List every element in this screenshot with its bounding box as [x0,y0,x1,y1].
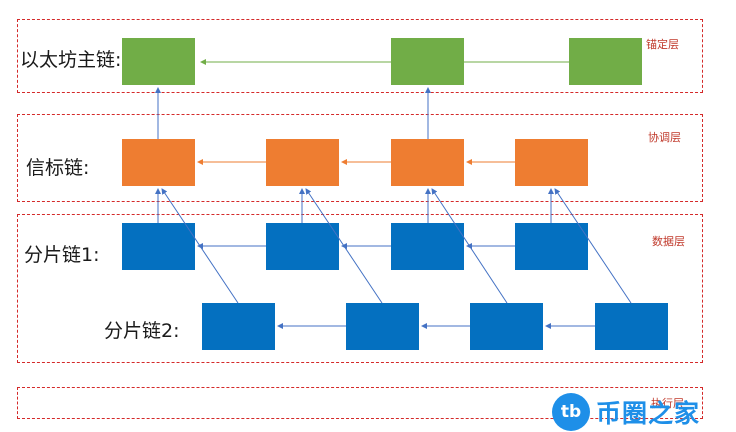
shard2-chain-block [202,303,275,350]
ethereum-chain-label: 以太坊主链: [20,49,122,71]
shard2-to-beacon-link [431,188,508,304]
shard1-chain-label: 分片链1: [24,244,100,266]
execution-layer [17,387,703,419]
shard2-to-beacon-link [554,188,632,304]
site-watermark: tb 币圈之家 [552,393,700,431]
shard1-chain-block [391,223,464,270]
main-chain-block [569,38,642,85]
coordination-layer [17,114,703,202]
main-chain-block [122,38,195,85]
shard2-chain-block [346,303,419,350]
data-layer-label: 数据层 [652,235,685,248]
beacon-chain-block [391,139,464,186]
coordination-layer-label: 协调层 [648,131,681,144]
watermark-text: 币圈之家 [596,399,701,428]
beacon-chain-block [266,139,339,186]
anchor-layer-label: 锚定层 [646,38,679,51]
anchor-layer [17,19,703,93]
shard2-to-beacon-link [305,188,383,304]
shard1-chain-block [122,223,195,270]
shard2-to-beacon-link [161,188,239,304]
main-chain-block [391,38,464,85]
beacon-chain-block [515,139,588,186]
shard1-chain-block [266,223,339,270]
shard1-chain-block [515,223,588,270]
watermark-logo-icon: tb [552,393,590,431]
shard2-chain-block [470,303,543,350]
beacon-chain-label: 信标链: [26,157,90,179]
data-layer [17,214,703,363]
execution-layer-label: 执行层 [651,397,684,410]
shard2-chain-block [595,303,668,350]
shard2-chain-label: 分片链2: [104,320,180,342]
beacon-chain-block [122,139,195,186]
